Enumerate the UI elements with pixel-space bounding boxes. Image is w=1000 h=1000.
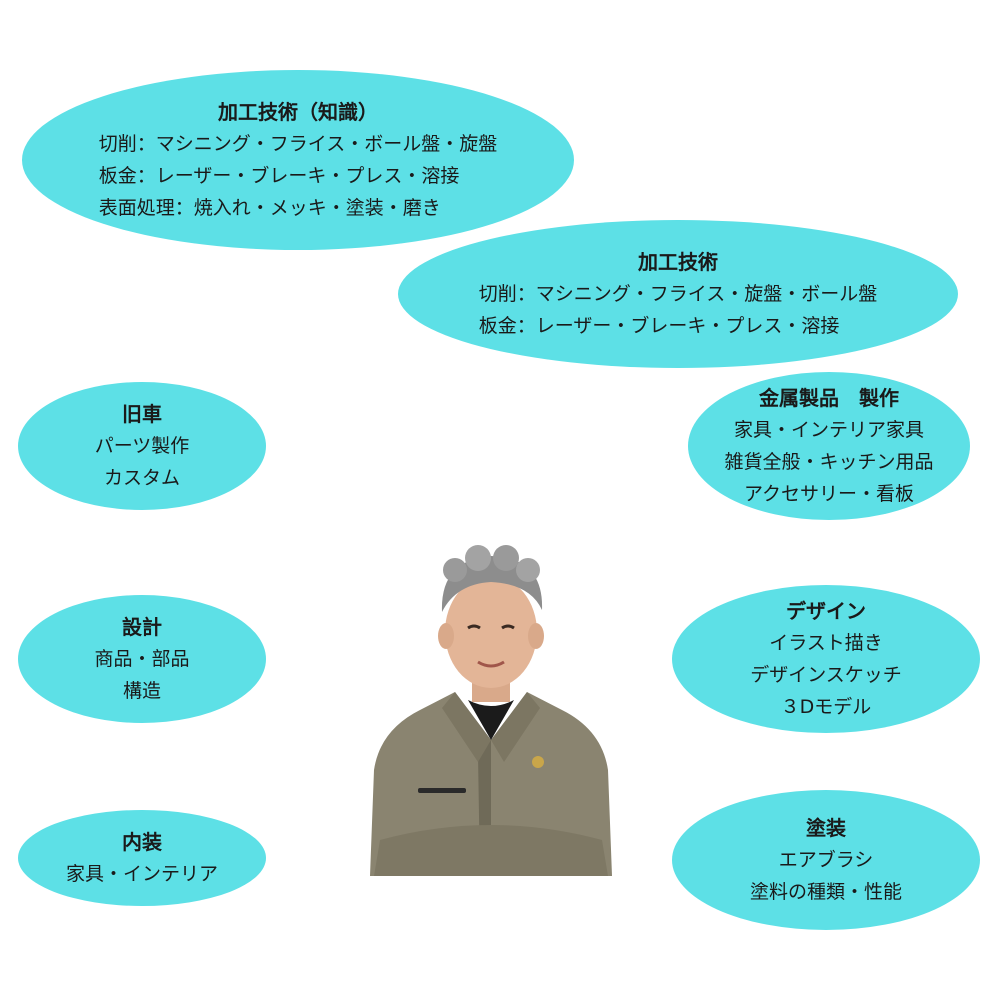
bubble-interior: 内装 家具・インテリア [18,810,266,906]
bubble-line: 表面処理：焼入れ・メッキ・塗装・磨き [98,197,441,219]
bubble-line: カスタム [103,467,180,489]
bubble-title: 加工技術（知識） [218,100,378,124]
pocket-zipper [418,788,466,793]
bubble-line: 切削：マシニング・フライス・ボール盤・旋盤 [98,133,498,155]
bubble-machining: 加工技術 切削：マシニング・フライス・旋盤・ボール盤 板金：レーザー・ブレーキ・… [398,220,958,368]
collar-left [442,692,491,762]
mouth [477,660,505,668]
bubble-title: デザイン [786,599,866,623]
bubble-design-art: デザイン イラスト描き デザインスケッチ ３Dモデル [672,585,980,733]
collar-right [491,692,540,762]
bubble-line: 塗料の種類・性能 [749,881,902,903]
bubble-title: 旧車 [122,402,162,426]
bubble-metal-products: 金属製品 製作 家具・インテリア家具 雑貨全般・キッチン用品 アクセサリー・看板 [688,372,970,520]
badge [532,756,544,768]
face [445,576,537,688]
bubble-lines: 切削：マシニング・フライス・旋盤・ボール盤 板金：レーザー・ブレーキ・プレス・溶… [479,278,877,342]
bubble-line: 家具・インテリア家具 [733,419,924,441]
inner-shirt [468,700,514,740]
bubble-line: ３Dモデル [780,696,872,718]
bubble-old-car: 旧車 パーツ製作 カスタム [18,382,266,510]
bubble-line: パーツ製作 [94,435,190,457]
person-photo [370,545,612,876]
bubble-lines: 切削：マシニング・フライス・ボール盤・旋盤 板金：レーザー・ブレーキ・プレス・溶… [99,128,497,224]
eye-right [501,624,515,630]
eye-left [467,624,481,630]
bubble-title: 塗装 [806,816,846,840]
ear-right [528,623,544,649]
bubble-line: 家具・インテリア [65,863,218,885]
bubble-line: イラスト描き [769,632,883,654]
bubble-line: 板金：レーザー・ブレーキ・プレス・溶接 [98,165,460,187]
bubble-line: 切削：マシニング・フライス・旋盤・ボール盤 [478,283,878,305]
bubble-title: 金属製品 製作 [759,386,899,410]
bubble-line: アクセサリー・看板 [743,483,915,505]
bubble-line: 雑貨全般・キッチン用品 [724,451,934,473]
ear-left [438,623,454,649]
bubble-title: 設計 [122,615,162,639]
bubble-line: 板金：レーザー・ブレーキ・プレス・溶接 [478,315,840,337]
bubble-line: 構造 [122,680,161,702]
bubble-title: 内装 [122,830,162,854]
arms [374,825,608,876]
bubble-line: デザインスケッチ [750,664,902,686]
bubble-painting: 塗装 エアブラシ 塗料の種類・性能 [672,790,980,930]
bubble-title: 加工技術 [638,250,718,274]
bubble-machining-knowledge: 加工技術（知識） 切削：マシニング・フライス・ボール盤・旋盤 板金：レーザー・ブ… [22,70,574,250]
bubble-line: 商品・部品 [94,648,190,670]
bubble-design-engineering: 設計 商品・部品 構造 [18,595,266,723]
bubble-line: エアブラシ [778,849,874,871]
